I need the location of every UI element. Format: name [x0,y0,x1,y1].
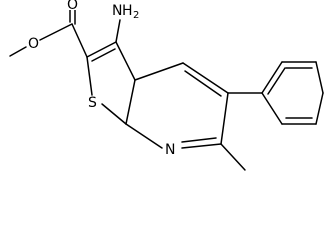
atom-amine-subscript: 2 [133,10,139,21]
bond-carbonyl-ring [71,23,88,58]
bond-c3a-c7a [125,79,136,125]
atom-pyridine-nitrogen: N [165,142,175,158]
bond-c6-n7-inner [181,137,217,143]
bond-c5-c6 [220,92,229,145]
bond-n7-c7a [125,123,163,149]
bond-c2-c3-inner [91,48,116,62]
bond-layer [9,7,324,171]
bond-s-c7a [101,103,127,125]
bond-ph1-ph2 [261,61,283,94]
bond-c4-c5-inner [184,70,222,97]
bond-c3-amine [115,19,121,43]
atom-oxygen-ester: O [28,36,39,52]
bond-c4-c5 [182,62,229,94]
bond-c6-n7 [181,143,222,149]
bond-c2-c3 [86,41,117,58]
structure-canvas: O O N H 2 S N [9,0,324,171]
atom-amine-hydrogen: H [122,3,133,19]
bond-ph3-ph4 [315,61,324,94]
bond-ph4-ph5 [315,92,324,125]
bond-c6-methyl [220,143,246,171]
bond-oxygen-carbonyl-carbon [39,23,73,41]
bond-c2-s [86,56,93,96]
bond-methyl-oxygen [9,46,27,57]
atom-sulfur: S [88,95,97,111]
atom-label-layer: O O N H 2 S N [28,0,175,158]
bond-ph6-ph1 [261,92,283,125]
bond-c3-c3a [115,41,136,81]
bond-ph1-ph2-inner [267,67,286,95]
atom-amine-nitrogen: N [112,3,122,19]
atom-oxygen-carbonyl: O [67,0,78,13]
bond-c3a-c4 [134,62,184,81]
